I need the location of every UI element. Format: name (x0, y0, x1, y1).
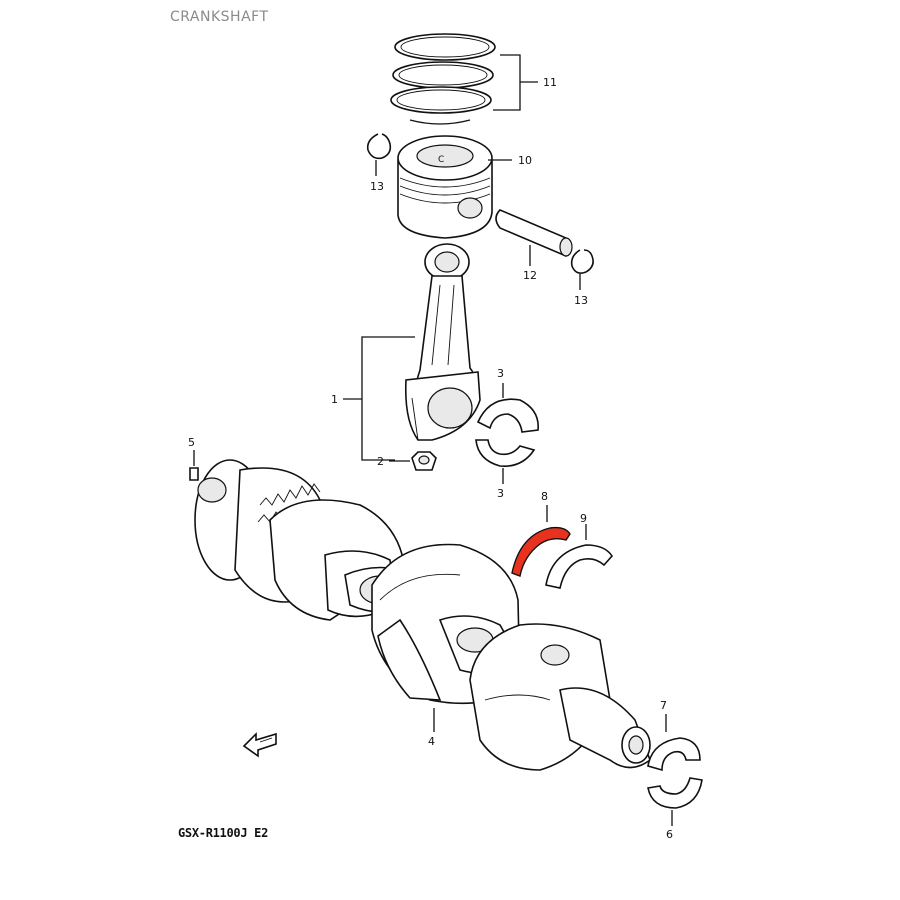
callout-label-9: 9 (580, 512, 587, 525)
callout-4: 4 (428, 708, 435, 748)
callout-13b: 13 (574, 274, 588, 307)
rod-bearing-lower[interactable] (475, 439, 536, 467)
crankshaft[interactable] (194, 459, 651, 771)
callout-8: 8 (541, 490, 548, 522)
circlip-right[interactable] (570, 249, 594, 274)
callout-label-1: 1 (331, 393, 338, 406)
main-bearing-upper[interactable] (647, 737, 701, 772)
callout-label-4: 4 (428, 735, 435, 748)
callout-label-2: 2 (377, 455, 384, 468)
rod-nut[interactable] (411, 451, 437, 471)
callout-3a: 3 (497, 367, 504, 398)
callout-5: 5 (188, 436, 195, 466)
callout-1: 1 (331, 336, 415, 461)
piston-pin[interactable] (495, 209, 573, 257)
front-arrow-icon (242, 732, 277, 758)
dowel-pin[interactable] (189, 467, 199, 481)
callout-label-13b: 13 (574, 294, 588, 307)
callout-label-3b: 3 (497, 487, 504, 500)
connecting-rod[interactable] (404, 243, 481, 441)
callout-label-6: 6 (666, 828, 673, 841)
callout-label-7: 7 (660, 699, 667, 712)
callout-label-11: 11 (543, 76, 557, 89)
callout-label-13a: 13 (370, 180, 384, 193)
piston[interactable]: C (397, 135, 493, 239)
page-title: CRANKSHAFT (170, 9, 269, 25)
callout-11: 11 (493, 54, 557, 111)
model-code-label: GSX-R1100J E2 (178, 826, 269, 840)
thrust-bearing[interactable] (545, 544, 613, 589)
callout-label-10: 10 (518, 154, 532, 167)
callout-label-3a: 3 (497, 367, 504, 380)
callout-13a: 13 (370, 160, 384, 193)
callout-3b: 3 (497, 468, 504, 500)
callout-10: 10 (488, 154, 532, 167)
callout-2: 2 (377, 455, 410, 468)
callout-label-5: 5 (188, 436, 195, 449)
thrust-bearing-8-shape (511, 526, 571, 577)
main-bearing-lower[interactable] (647, 777, 703, 809)
svg-text:C: C (438, 155, 444, 165)
rod-bearing-upper[interactable] (476, 398, 539, 433)
callout-9: 9 (580, 512, 587, 540)
callout-7: 7 (660, 699, 667, 732)
piston-rings[interactable] (390, 33, 496, 125)
callout-6: 6 (666, 810, 673, 841)
thrust-bearing-highlighted[interactable] (511, 526, 571, 577)
circlip-left[interactable] (366, 133, 392, 160)
callout-label-12: 12 (523, 269, 537, 282)
callout-12: 12 (523, 245, 537, 282)
callout-label-8: 8 (541, 490, 548, 503)
